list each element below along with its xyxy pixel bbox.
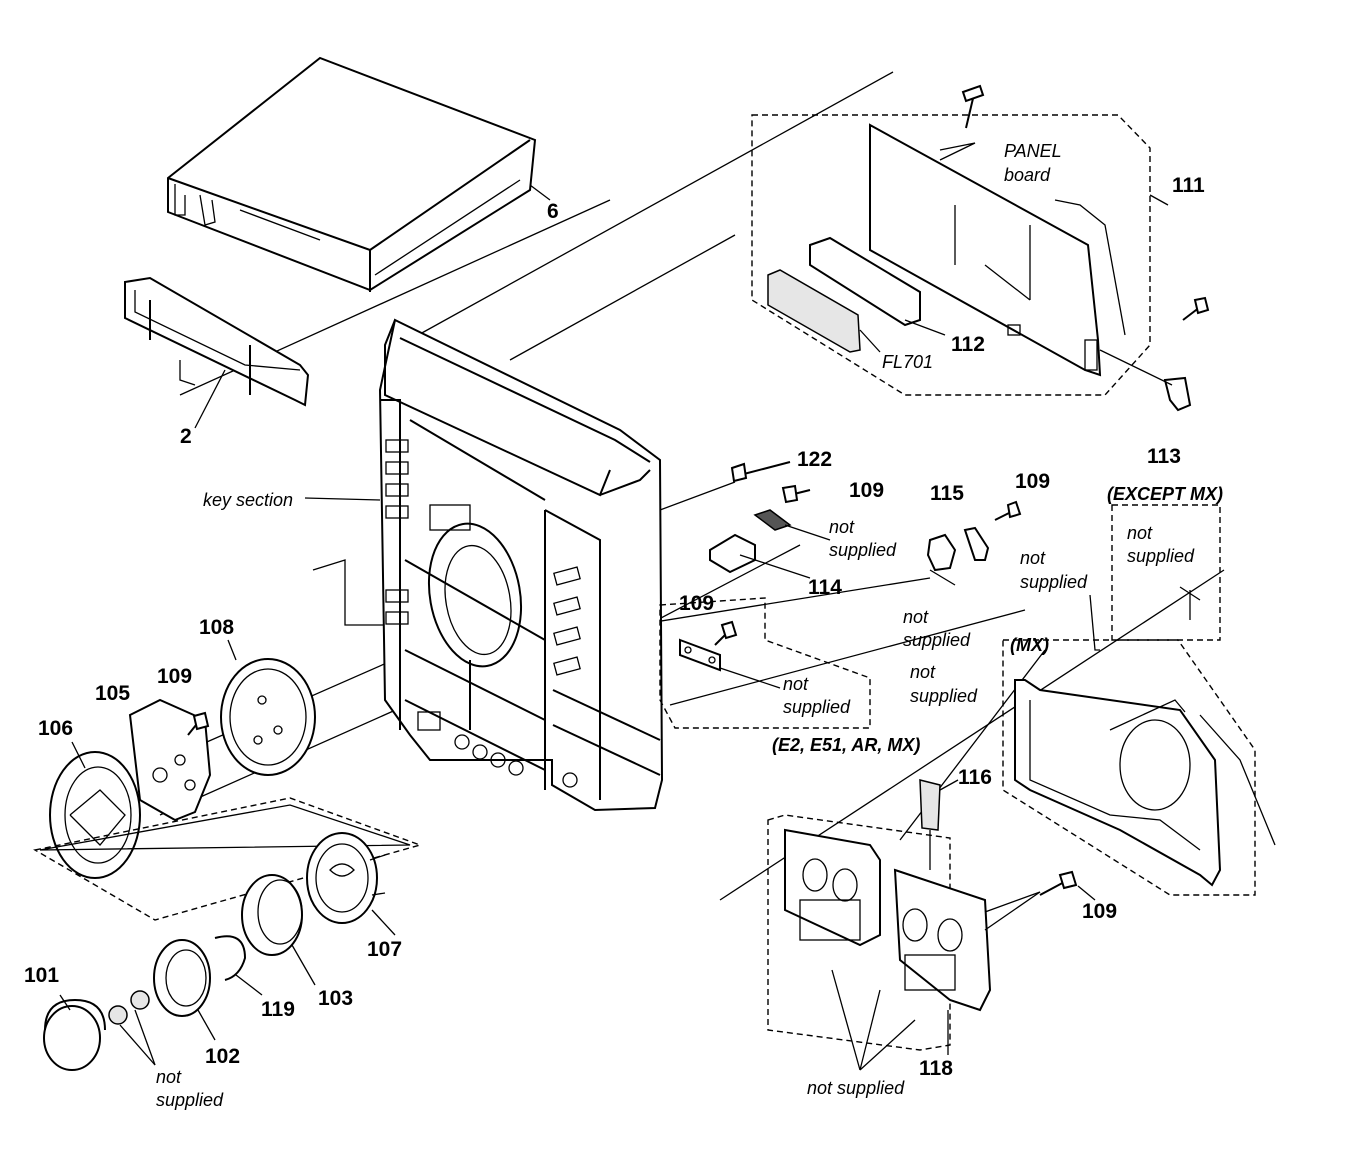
part-number-116: 116	[958, 766, 992, 789]
part-number-113: 113	[1147, 445, 1181, 468]
label-not-5: not	[910, 662, 936, 682]
part-number-115: 115	[930, 482, 964, 505]
front-trim-part-2	[124, 276, 310, 429]
mx-bracket	[1002, 504, 1276, 896]
panel-board-assembly-111	[751, 84, 1210, 412]
knob-assembly-left	[33, 639, 423, 921]
label-regions: (E2, E51, AR, MX)	[772, 735, 920, 755]
label-supplied-4: supplied	[903, 630, 971, 650]
part-number-109-left: 109	[157, 665, 192, 688]
part-number-102: 102	[205, 1045, 240, 1068]
part-number-114: 114	[808, 576, 842, 599]
label-panel: PANEL	[1004, 141, 1062, 161]
part-number-119: 119	[261, 998, 295, 1021]
label-except-mx: (EXCEPT MX)	[1107, 484, 1223, 504]
part-number-105: 105	[95, 682, 130, 705]
top-cover-part-6	[167, 56, 551, 292]
label-not-6: not	[783, 674, 809, 694]
label-not-supplied-bottom: not supplied	[807, 1078, 905, 1098]
part-number-112: 112	[951, 333, 985, 356]
part-number-106: 106	[38, 717, 73, 740]
part-number-111: 111	[1172, 174, 1205, 197]
label-not-4: not	[903, 607, 929, 627]
part-number-118: 118	[919, 1057, 953, 1080]
label-supplied-1: supplied	[829, 540, 897, 560]
part-number-6: 6	[547, 200, 559, 223]
label-not-8: not	[807, 1078, 833, 1098]
part-number-101: 101	[24, 964, 59, 987]
part-number-108: 108	[199, 616, 234, 639]
part-number-122: 122	[797, 448, 832, 471]
label-not-2: not	[1127, 523, 1153, 543]
label-board: board	[1004, 165, 1051, 185]
knob-stack-bottom	[43, 832, 396, 1071]
label-supplied-6: supplied	[783, 697, 851, 717]
label-supplied-3: supplied	[1020, 572, 1088, 592]
label-not-3: not	[1020, 548, 1046, 568]
front-panel-body	[304, 318, 664, 812]
label-not-7: not	[156, 1067, 182, 1087]
tape-deck-mechanism	[767, 779, 1096, 1071]
part-number-103: 103	[318, 987, 353, 1010]
label-supplied-7: supplied	[156, 1090, 224, 1110]
part-number-109-bracket: 109	[679, 592, 714, 615]
part-number-2: 2	[180, 425, 192, 448]
label-key-section: key section	[203, 490, 293, 510]
label-supplied-5: supplied	[910, 686, 978, 706]
part-number-107: 107	[367, 938, 402, 961]
label-supplied-8: supplied	[837, 1078, 905, 1098]
part-number-109-deck: 109	[1082, 900, 1117, 923]
label-fl701: FL701	[882, 352, 933, 372]
part-number-109-right: 109	[1015, 470, 1050, 493]
label-mx: (MX)	[1010, 635, 1049, 655]
part-number-109-center: 109	[849, 479, 884, 502]
label-not-1: not	[829, 517, 855, 537]
label-supplied-2: supplied	[1127, 546, 1195, 566]
center-small-parts	[659, 461, 1022, 729]
